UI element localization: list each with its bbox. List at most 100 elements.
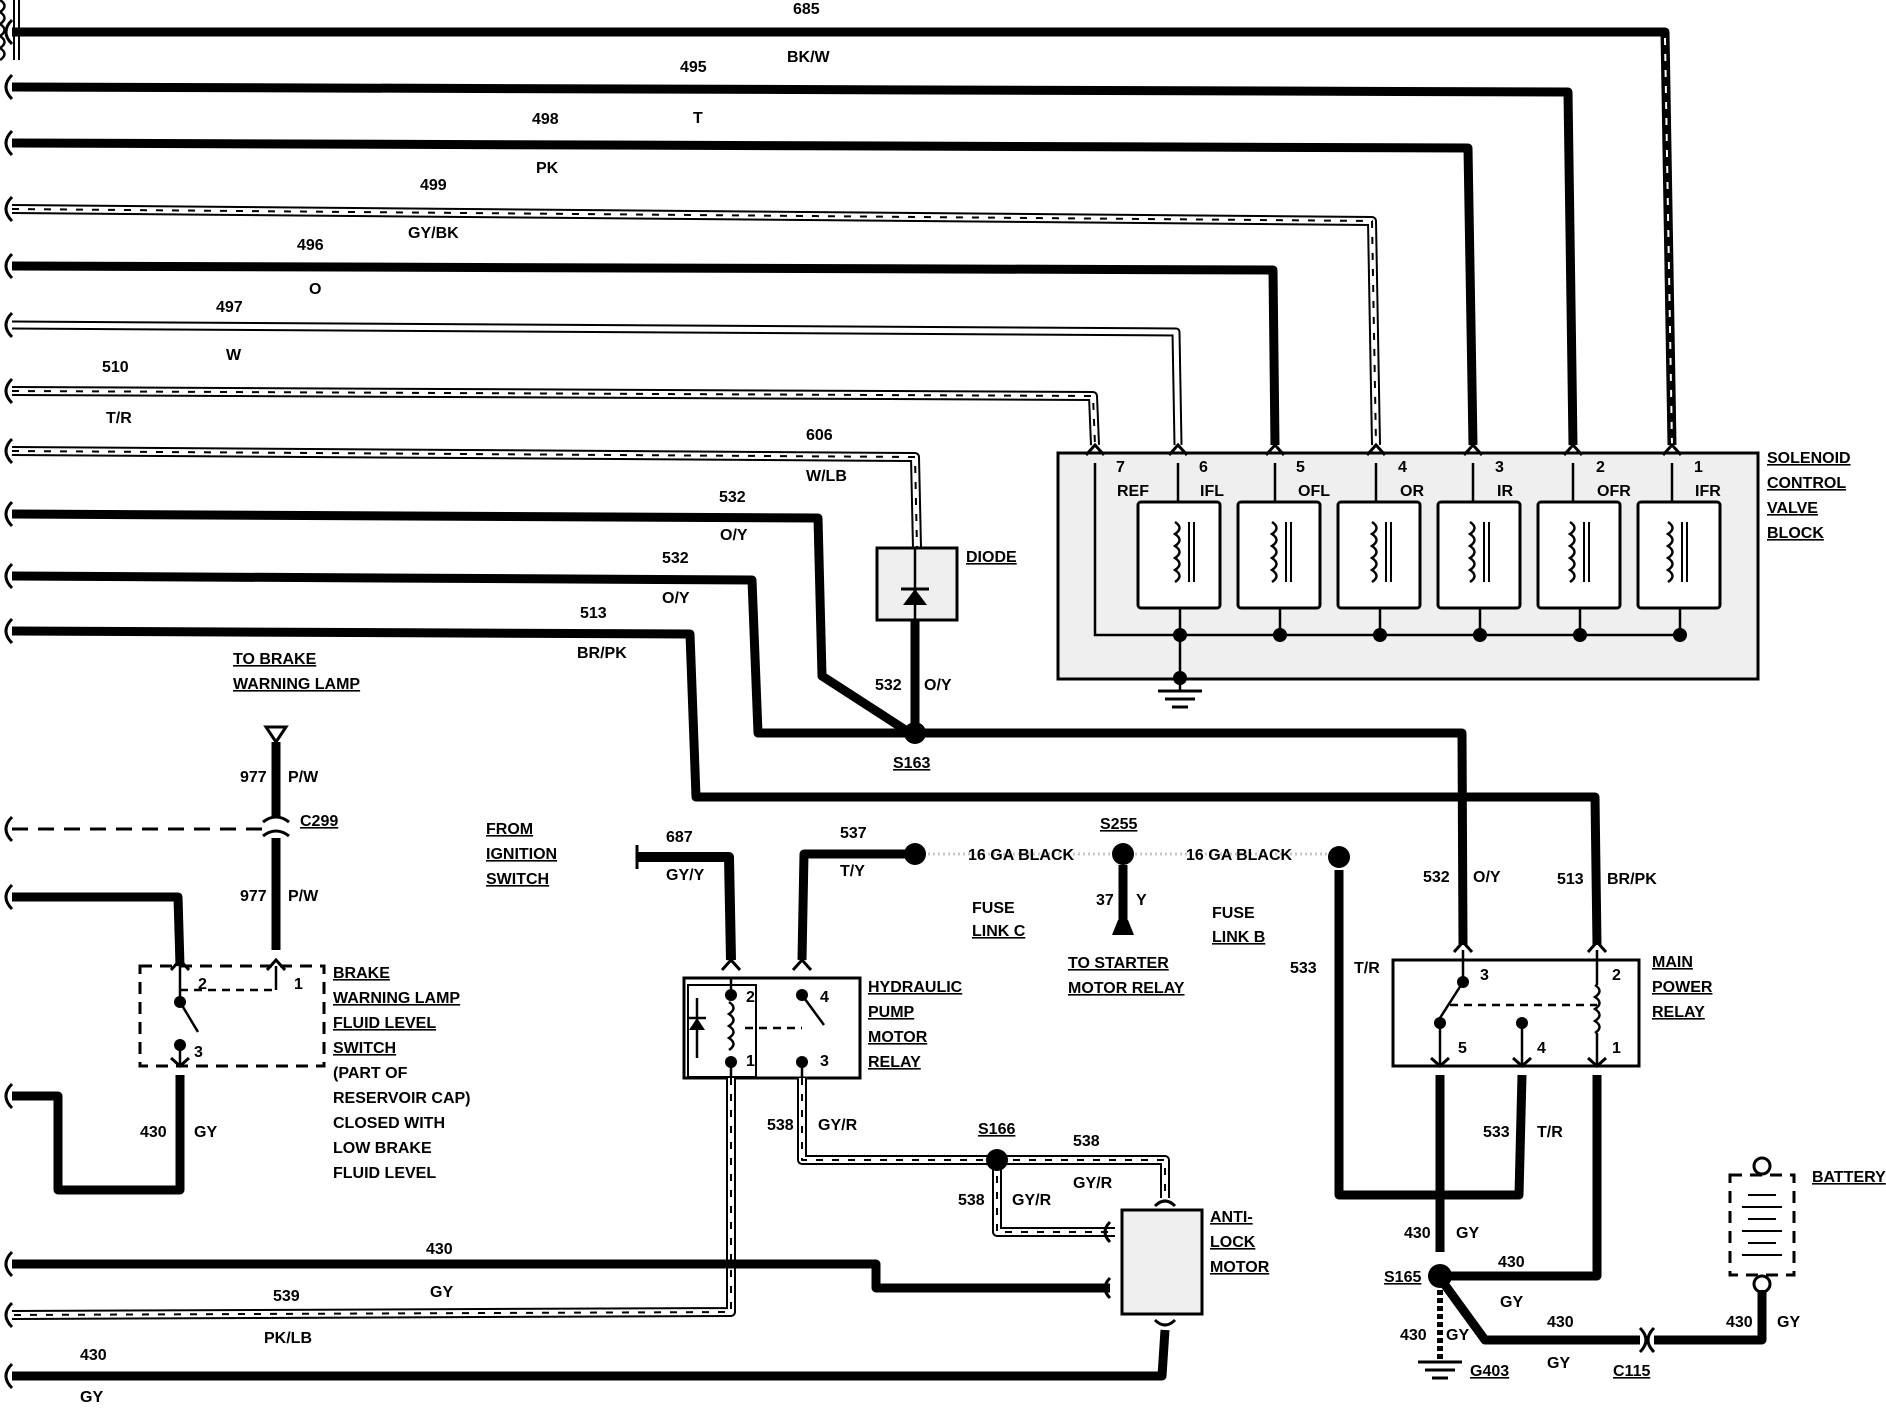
wire-685-color: BK/W [787,49,831,66]
brake-switch-label-3: FLUID LEVEL [333,1015,436,1032]
abs-motor-label-1: ANTI- [1210,1209,1253,1226]
wire-537-num: 537 [840,825,867,842]
wire-687-num: 687 [666,829,693,846]
from-ignition-label-3: SWITCH [486,871,549,888]
diode-icon [903,589,927,605]
sol-pin-6-name: IFL [1200,483,1224,500]
wire-496-num: 496 [297,237,324,254]
splice-s165-label: S165 [1384,1269,1421,1286]
wire-539-num: 539 [273,1288,300,1305]
wire-430d-color: GY [1446,1327,1469,1344]
wire-538c-num: 538 [958,1192,985,1209]
solenoid-label-3: VALVE [1767,500,1818,517]
solenoid-coils [0,0,1722,610]
wire-513b-color: BR/PK [1607,871,1657,888]
solenoid-label-1: SOLENOID [1767,450,1851,467]
diode-label: DIODE [966,549,1017,566]
fuse-b-label-2: LINK B [1212,929,1265,946]
splice-s166-label: S166 [978,1121,1015,1138]
splice-s255 [1112,843,1134,865]
wire-537-color: T/Y [840,863,865,880]
mp-pin-1: 1 [1612,1040,1621,1057]
wire-430c-color: GY [1500,1294,1523,1311]
mp-pin-4: 4 [1537,1040,1546,1057]
wire-430f-num: 430 [1726,1314,1753,1331]
wire-687: 687 GY/Y [635,829,736,961]
wire-497-color: W [226,347,242,364]
wire-606-color: W/LB [806,468,847,485]
solenoid-label-2: CONTROL [1767,475,1846,492]
hyd-relay-label-1: HYDRAULIC [868,979,963,996]
wire-430h-color: GY [80,1389,103,1406]
to-brake-label-2: WARNING LAMP [233,676,360,693]
hy-pin-2: 2 [746,989,755,1006]
brake-switch-label-4: SWITCH [333,1040,396,1057]
wire-538b-color: GY/R [1073,1175,1113,1192]
sol-pin-1-num: 1 [1694,459,1703,476]
wire-430-switch: 430 GY [4,1075,217,1195]
battery-label: BATTERY [1812,1169,1886,1186]
sol-pin-4-name: OR [1400,483,1424,500]
main-relay-label-2: POWER [1652,979,1713,996]
fuse-c-label-1: FUSE [972,900,1015,917]
anti-lock-motor: ANTI- LOCK MOTOR [1103,1199,1270,1327]
from-ignition-label-1: FROM [486,821,533,838]
wire-513: 513 BR/PK [4,605,1602,946]
main-relay-label-1: MAIN [1652,954,1693,971]
wire-497: 497 W [4,299,1183,446]
wire-430h-num: 430 [80,1347,107,1364]
brake-switch-label-7: CLOSED WITH [333,1115,445,1132]
solenoid-control-valve-block: 7 6 5 4 3 2 1 REF IFL OFL OR IR OFR IFR [0,0,1851,709]
fuse-c-label-2: LINK C [972,923,1026,940]
diode: DIODE [875,546,1017,622]
wire-430f-color: GY [1777,1314,1800,1331]
splice-s255-label: S255 [1100,816,1137,833]
to-starter-label-2: MOTOR RELAY [1068,980,1185,997]
wire-497-num: 497 [216,299,243,316]
battery: BATTERY [1728,1156,1886,1294]
main-power-relay: 532 O/Y 513 BR/PK 3 2 5 4 1 MAIN POWER R… [1391,869,1713,1069]
wire-606-num: 606 [806,427,833,444]
wire-513-num: 513 [580,605,607,622]
wire-510-color: T/R [106,410,132,427]
sol-pin-6-num: 6 [1199,459,1208,476]
brake-switch-body [138,964,326,1068]
wire-513b-num: 513 [1557,871,1584,888]
main-relay-body [1391,958,1641,1068]
abs-motor-body [1120,1208,1204,1316]
wire-430c-num: 430 [1498,1254,1525,1271]
from-ignition-label-2: IGNITION [486,846,557,863]
battery-body [1728,1173,1796,1277]
wire-532a-num: 532 [719,489,746,506]
brake-switch-label-1: BRAKE [333,965,390,982]
wire-37: 37 Y [1096,865,1147,935]
ground-g403-label: G403 [1470,1363,1509,1380]
brake-fluid-switch: 2 1 3 BRAKE WARNING LAMP FLUID LEVEL SWI… [4,883,471,1182]
wire-533a-num: 533 [1290,960,1317,977]
wire-430-abs-upper: 430 GY [4,1241,1110,1301]
hyd-relay-body [682,976,862,1080]
solenoid-internal-wiring [1093,463,1682,637]
wire-430a-color: GY [194,1124,217,1141]
diode-body [875,546,959,622]
wire-430e-num: 430 [1547,1314,1574,1331]
fuse-link-b-end [1328,846,1350,868]
ga16-label-b: 16 GA BLACK [1186,847,1293,864]
wire-430-abs-lower: 430 GY [4,1329,1170,1406]
wire-430g-num: 430 [426,1241,453,1258]
wire-430g-color: GY [430,1284,453,1301]
wire-430-battery: 430 GY [1654,1290,1800,1345]
bw-pin-2: 2 [198,976,207,993]
wire-532d-num: 532 [1423,869,1450,886]
connector-c299: C299 [4,813,338,843]
wire-532-diode-s163: 532 O/Y [875,620,1468,946]
abs-motor-label-2: LOCK [1210,1234,1256,1251]
sol-pin-1-name: IFR [1695,483,1721,500]
wire-685: 685 BK/W [4,1,1677,446]
wire-510-num: 510 [102,359,129,376]
fuse-b-label-1: FUSE [1212,905,1255,922]
wire-495-num: 495 [680,59,707,76]
wire-37-color: Y [1136,892,1147,909]
wire-430d-num: 430 [1400,1327,1427,1344]
